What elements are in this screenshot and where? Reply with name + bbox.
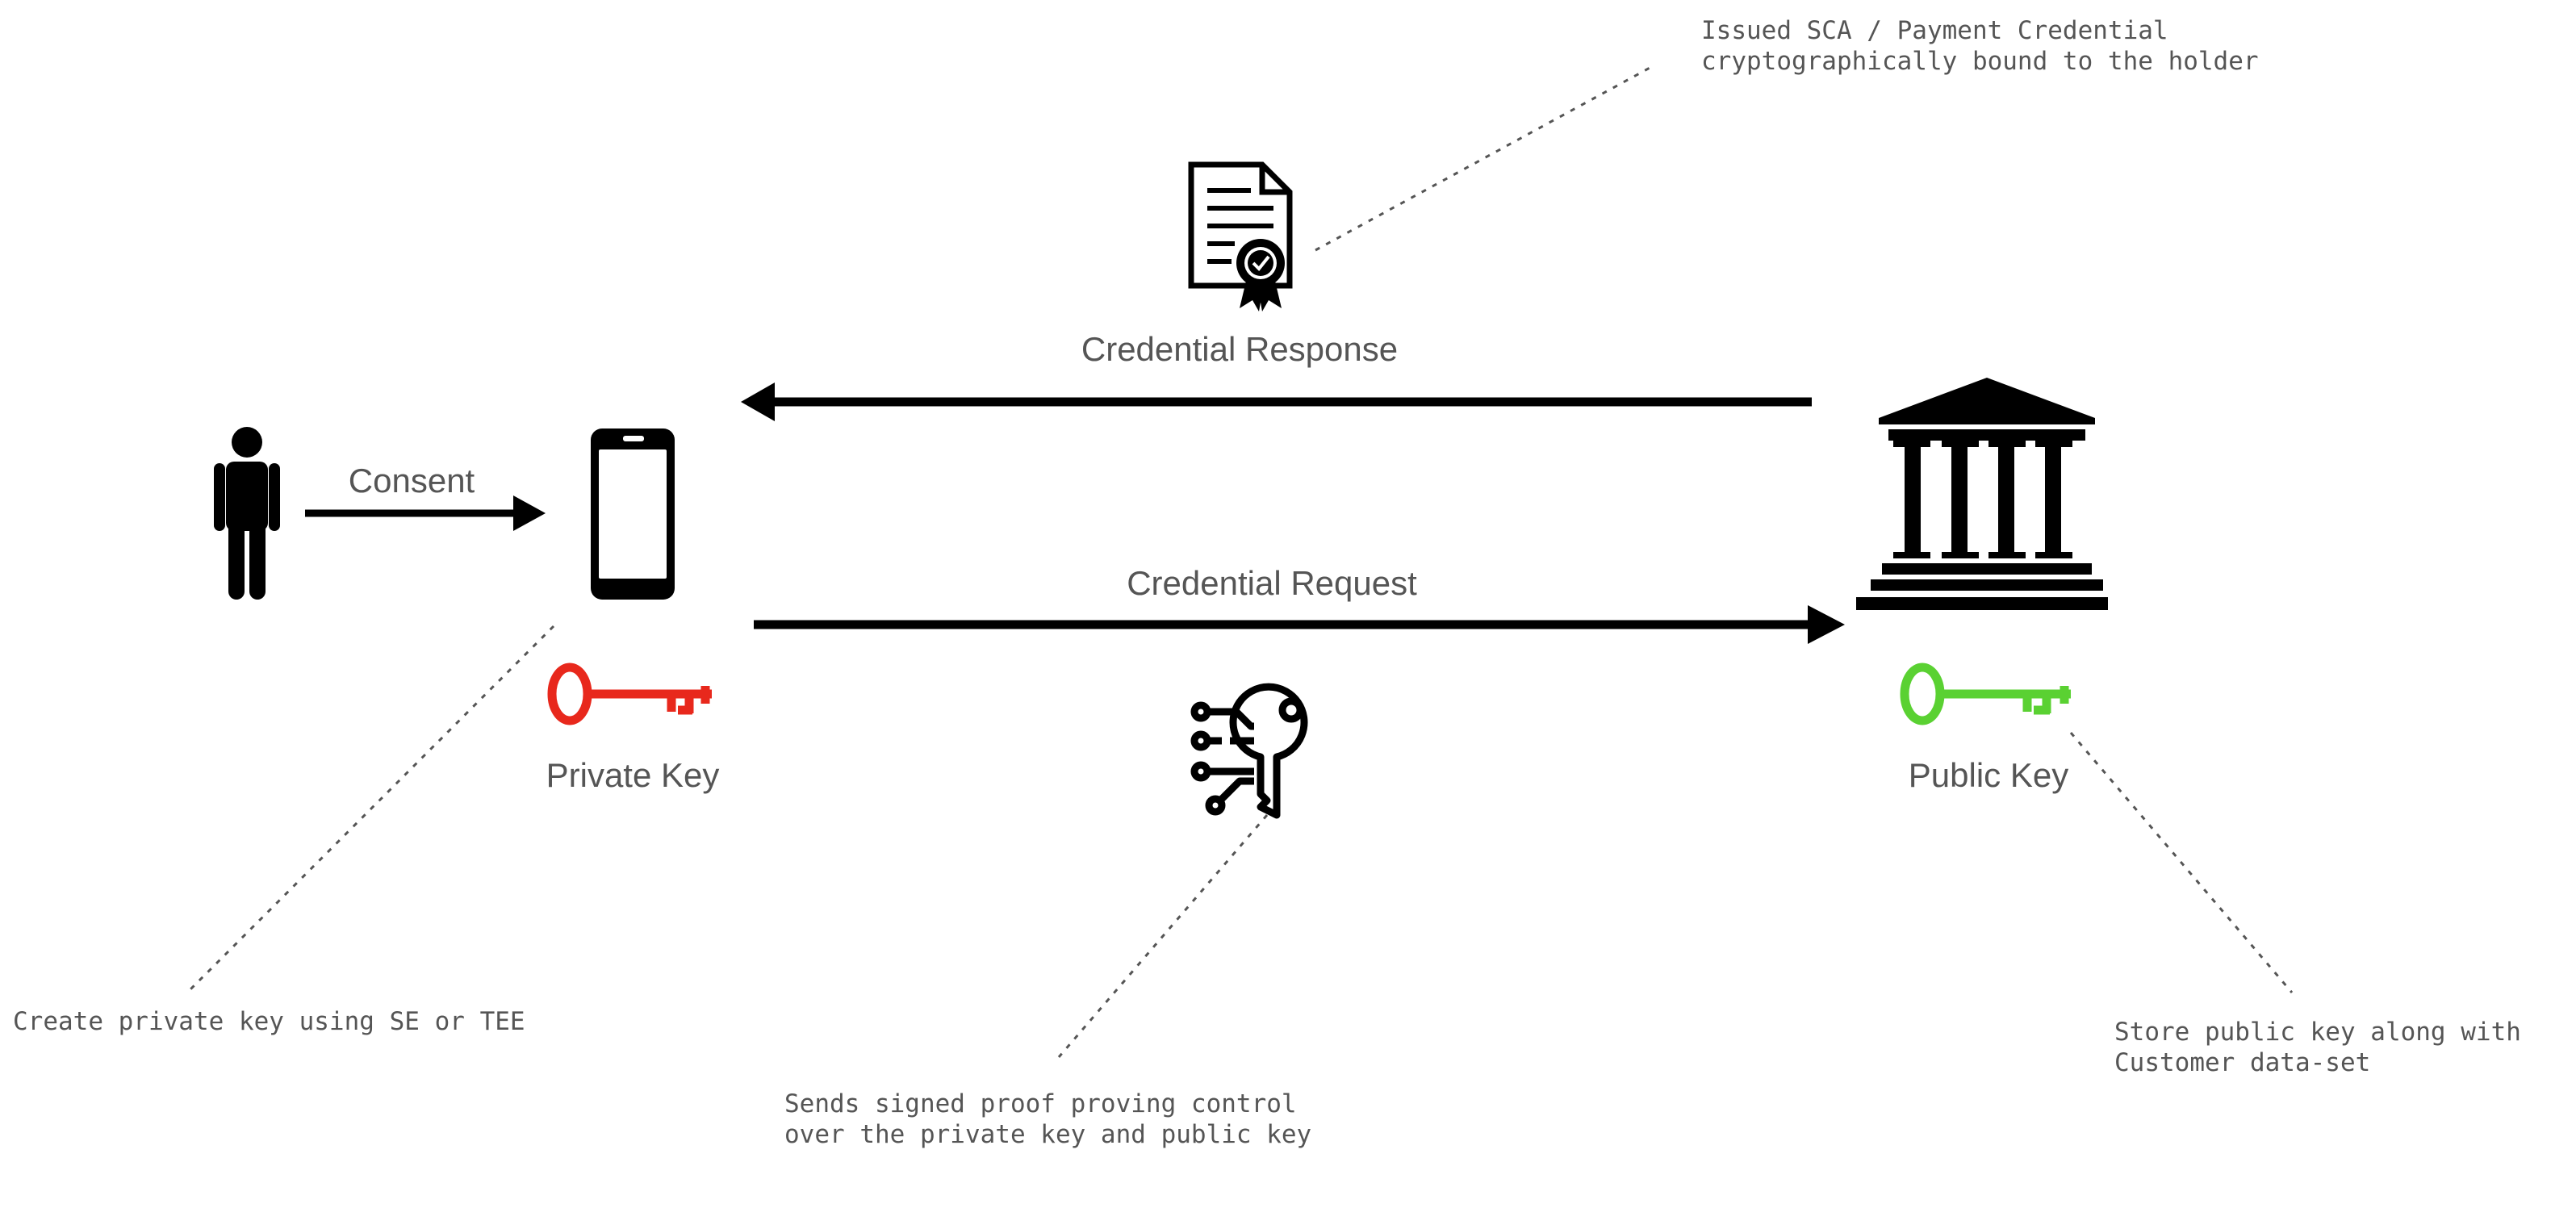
credential-request-arrow (754, 605, 1845, 644)
leader-store-key (2069, 732, 2294, 993)
signed-proof-note-line2: over the private key and public key (784, 1120, 1311, 1149)
public-key-icon (1900, 663, 2071, 725)
leader-lines (189, 65, 2294, 1058)
consent-label: Consent (349, 462, 475, 500)
credential-response-label: Credential Response (1081, 330, 1398, 368)
smartphone-icon (591, 428, 675, 600)
person-icon (214, 427, 280, 600)
bank-icon (1856, 378, 2108, 610)
consent-arrow (305, 495, 546, 531)
leader-signed-proof (1057, 814, 1269, 1058)
private-key-label: Private Key (546, 756, 720, 794)
store-key-note-line2: Customer data-set (2114, 1048, 2370, 1077)
store-key-note-line1: Store public key along with (2114, 1018, 2521, 1047)
issued-note-line1: Issued SCA / Payment Credential (1701, 16, 2168, 45)
digital-key-icon (1190, 683, 1308, 819)
credential-response-arrow (741, 382, 1812, 421)
credential-request-label: Credential Request (1127, 564, 1417, 602)
certificate-icon (1188, 161, 1293, 311)
signed-proof-note-line1: Sends signed proof proving control (784, 1089, 1297, 1118)
issued-note-line2: cryptographically bound to the holder (1701, 47, 2259, 76)
leader-create-key (189, 625, 555, 991)
public-key-label: Public Key (1909, 756, 2068, 794)
create-key-note: Create private key using SE or TEE (13, 1007, 525, 1036)
leader-issued (1315, 65, 1654, 252)
private-key-icon (547, 663, 712, 725)
